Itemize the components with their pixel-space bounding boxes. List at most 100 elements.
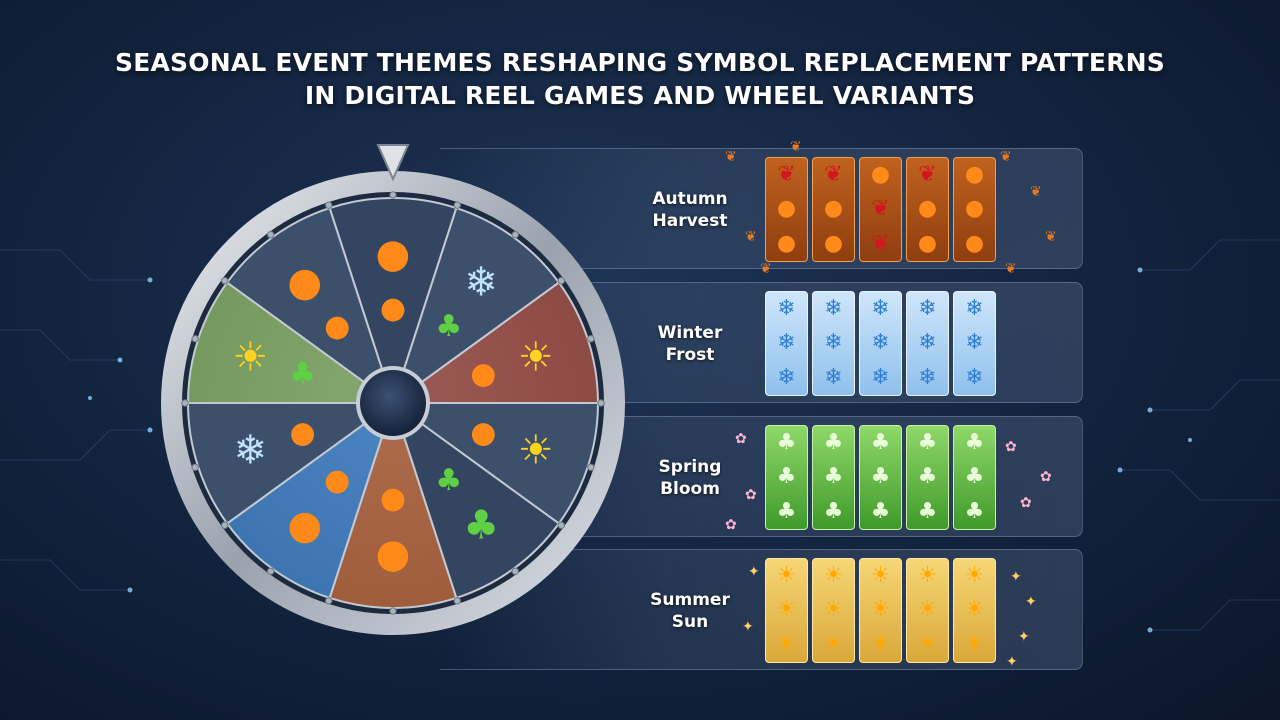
snowflake-icon: ❄ xyxy=(777,296,796,322)
rim-stud xyxy=(453,597,461,605)
sun-icon: ☀ xyxy=(776,597,797,623)
reel-4[interactable]: ♣♣♣ xyxy=(906,425,949,530)
sun-icon: ☀ xyxy=(518,335,554,381)
title-line-1: SEASONAL EVENT THEMES RESHAPING SYMBOL R… xyxy=(115,48,1165,77)
reel-1[interactable]: ❦●● xyxy=(765,157,808,262)
reel-3[interactable]: ❄❄❄ xyxy=(859,291,902,396)
cherry-icon: ❦ xyxy=(871,230,890,256)
sun-icon: ☀ xyxy=(518,427,554,473)
pumpkin-icon: ● xyxy=(964,230,985,256)
reel-4[interactable]: ❦●● xyxy=(906,157,949,262)
clover-icon: ♣ xyxy=(823,498,844,524)
wheel-hub[interactable] xyxy=(360,370,426,436)
snowflake-icon: ❄ xyxy=(234,427,268,473)
sun-icon: ☀ xyxy=(823,597,844,623)
rim-stud xyxy=(267,231,275,239)
snowflake-icon: ❄ xyxy=(918,364,937,390)
snowflake-icon: ❄ xyxy=(965,330,984,356)
maple-leaf-icon: ❦ xyxy=(1030,184,1042,200)
triangle-pointer-icon xyxy=(376,144,410,182)
reel-5[interactable]: ☀☀☀ xyxy=(953,558,996,663)
sun-icon: ☀ xyxy=(964,563,985,589)
snowflake-icon: ❄ xyxy=(824,364,843,390)
blossom-icon: ✿ xyxy=(1040,469,1052,485)
pumpkin-icon: ● xyxy=(823,230,844,256)
pumpkin-icon: ● xyxy=(324,309,350,344)
pumpkin-icon: ● xyxy=(870,162,891,188)
sun-icon: ☀ xyxy=(870,631,891,657)
rim-stud xyxy=(267,567,275,575)
snowflake-icon: ❄ xyxy=(777,364,796,390)
rim-stud xyxy=(557,521,565,529)
rim-stud xyxy=(389,191,397,199)
reel-2[interactable]: ♣♣♣ xyxy=(812,425,855,530)
rim-stud xyxy=(389,607,397,615)
rim-stud xyxy=(325,201,333,209)
reel-1[interactable]: ☀☀☀ xyxy=(765,558,808,663)
pumpkin-icon: ● xyxy=(917,230,938,256)
clover-icon: ♣ xyxy=(870,498,891,524)
maple-leaf-icon: ❦ xyxy=(745,229,757,245)
title-line-2: IN DIGITAL REEL GAMES AND WHEEL VARIANTS xyxy=(304,81,976,110)
reel-strip-spring: ♣♣♣♣♣♣♣♣♣♣♣♣♣♣♣ xyxy=(765,425,996,530)
pumpkin-icon: ● xyxy=(964,196,985,222)
reel-5[interactable]: ♣♣♣ xyxy=(953,425,996,530)
clover-icon: ♣ xyxy=(435,463,462,498)
reel-3[interactable]: ☀☀☀ xyxy=(859,558,902,663)
snowflake-icon: ❄ xyxy=(965,364,984,390)
rim-stud xyxy=(511,567,519,575)
snowflake-icon: ❄ xyxy=(918,296,937,322)
sun-icon: ☀ xyxy=(964,597,985,623)
reel-5[interactable]: ❄❄❄ xyxy=(953,291,996,396)
sun-icon: ☀ xyxy=(917,563,938,589)
clover-icon: ♣ xyxy=(463,502,499,548)
blossom-icon: ✿ xyxy=(735,431,747,447)
maple-leaf-icon: ❦ xyxy=(760,261,772,277)
clover-icon: ♣ xyxy=(289,357,316,392)
cherry-icon: ❦ xyxy=(918,162,937,188)
maple-leaf-icon: ❦ xyxy=(725,149,737,165)
sun-icon: ☀ xyxy=(917,597,938,623)
reel-1[interactable]: ❄ ❄ ❄ xyxy=(765,291,808,396)
sparkle-icon: ✦ xyxy=(1006,654,1018,670)
rim-stud xyxy=(587,463,595,471)
clover-icon: ♣ xyxy=(870,430,891,456)
sparkle-icon: ✦ xyxy=(742,619,754,635)
label-line-2: Harvest xyxy=(652,210,728,231)
maple-leaf-icon: ❦ xyxy=(1005,261,1017,277)
snowflake-icon: ❄ xyxy=(777,330,796,356)
reel-3[interactable]: ● ❦ ❦ xyxy=(859,157,902,262)
rim-stud xyxy=(453,201,461,209)
reel-3[interactable]: ♣♣♣ xyxy=(859,425,902,530)
reel-2[interactable]: ❦●● xyxy=(812,157,855,262)
reel-5[interactable]: ●●● xyxy=(953,157,996,262)
reel-1[interactable]: ♣♣♣ xyxy=(765,425,808,530)
reel-2[interactable]: ☀☀☀ xyxy=(812,558,855,663)
rim-stud xyxy=(191,463,199,471)
blossom-icon: ✿ xyxy=(745,487,757,503)
sun-icon: ☀ xyxy=(232,335,268,381)
label-line-1: Winter xyxy=(657,322,723,343)
clover-icon: ♣ xyxy=(823,464,844,490)
sun-icon: ☀ xyxy=(870,563,891,589)
pumpkin-icon: ● xyxy=(470,415,496,450)
cherry-icon: ❦ xyxy=(824,162,843,188)
reel-4[interactable]: ☀☀☀ xyxy=(906,558,949,663)
rim-stud xyxy=(557,277,565,285)
reel-2[interactable]: ❄❄❄ xyxy=(812,291,855,396)
reel-4[interactable]: ❄❄❄ xyxy=(906,291,949,396)
rim-stud xyxy=(221,521,229,529)
reel-strip-autumn: ❦●●❦●●●❦❦❦●●●●● xyxy=(765,157,996,262)
reel-strip-summer: ☀☀☀☀☀☀☀☀☀☀☀☀☀☀☀ xyxy=(765,558,996,663)
pumpkin-icon: ● xyxy=(776,230,797,256)
cherry-icon: ❦ xyxy=(871,196,890,222)
snowflake-icon: ❄ xyxy=(871,364,890,390)
label-line-1: Summer xyxy=(650,589,730,610)
